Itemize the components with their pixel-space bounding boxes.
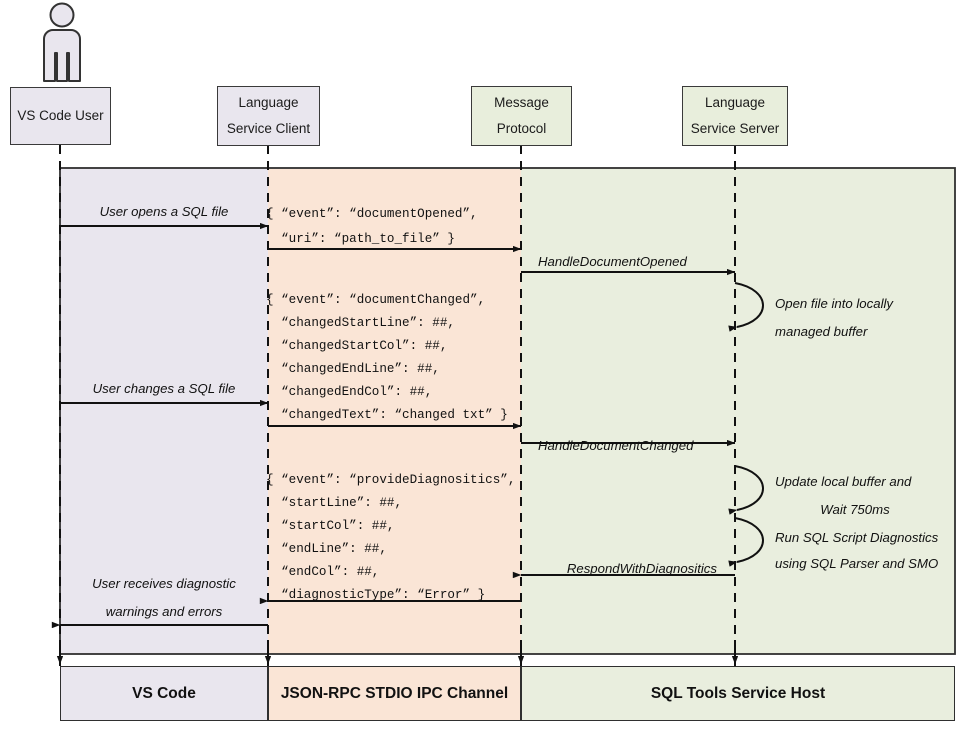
note-open-file-line1: Open file into locally (775, 296, 894, 311)
payload-document-changed-line2: “changedStartLine”: ##, (266, 316, 455, 330)
payload-document-changed-line6: “changedText”: “changed txt” } (266, 408, 508, 422)
self-loop-run-diagnostics (728, 517, 764, 567)
lane-host (521, 168, 955, 654)
note-open-file-line2: managed buffer (775, 324, 868, 339)
message-handle-document-opened: HandleDocumentOpened (538, 254, 687, 269)
person-icon (43, 2, 81, 82)
note-run-diagnostics-line2: using SQL Parser and SMO (775, 556, 939, 571)
participant-label: VS Code User (17, 107, 104, 123)
message-handle-document-changed: HandleDocumentChanged (538, 438, 694, 453)
participant-label-line2: Service Server (690, 121, 780, 136)
payload-document-changed-line4: “changedEndLine”: ##, (266, 362, 440, 376)
footer-ipc: JSON-RPC STDIO IPC Channel (268, 666, 521, 721)
lifeline-terminators (56, 640, 739, 665)
payload-document-changed-line1: { “event”: “documentChanged”, (266, 293, 486, 307)
footer-vscode: VS Code (60, 666, 268, 721)
participant-label-line1: Message (494, 94, 549, 110)
message-user-receives-diagnostics-line2: warnings and errors (105, 604, 223, 619)
self-loop-update-buffer (728, 465, 764, 515)
participant-label-line1: Language (238, 94, 299, 110)
participant-label-line1: Language (704, 94, 766, 110)
participant-language-client: Language Service Client (217, 86, 320, 146)
note-run-diagnostics-line1: Run SQL Script Diagnostics (775, 530, 939, 545)
payload-provide-diagnositics-line5: “endCol”: ##, (266, 565, 380, 579)
payload-document-opened-line2: “uri”: “path_to_file” } (266, 232, 455, 246)
footer-host: SQL Tools Service Host (521, 666, 955, 721)
payload-provide-diagnositics-line6: “diagnosticType”: “Error” } (266, 588, 486, 602)
message-user-changes-file: User changes a SQL file (92, 381, 236, 396)
participant-vscode-user: VS Code User (10, 87, 111, 145)
participant-label-line2: Protocol (496, 121, 547, 136)
payload-document-changed-line5: “changedEndCol”: ##, (266, 385, 433, 399)
participant-label-line2: Service Client (226, 121, 311, 136)
self-loop-open-file (728, 282, 764, 332)
note-update-buffer-line2: Wait 750ms (820, 502, 890, 517)
message-user-receives-diagnostics-line1: User receives diagnostic (92, 576, 236, 591)
payload-provide-diagnositics-line1: { “event”: “provideDiagnositics”, (266, 473, 516, 487)
payload-document-opened-line1: { “event”: “documentOpened”, (266, 207, 478, 221)
participant-language-server: Language Service Server (682, 86, 788, 146)
lane-vscode (60, 168, 268, 654)
payload-provide-diagnositics-line3: “startCol”: ##, (266, 519, 395, 533)
note-update-buffer-line1: Update local buffer and (775, 474, 912, 489)
payload-document-changed-line3: “changedStartCol”: ##, (266, 339, 448, 353)
participant-message-protocol: Message Protocol (471, 86, 572, 146)
message-respond-with-diagnositics: RespondWithDiagnositics (566, 561, 717, 576)
message-user-opens-file: User opens a SQL file (99, 204, 229, 219)
payload-provide-diagnositics-line2: “startLine”: ##, (266, 496, 403, 510)
payload-provide-diagnositics-line4: “endLine”: ##, (266, 542, 387, 556)
lane-outline (59, 167, 956, 655)
